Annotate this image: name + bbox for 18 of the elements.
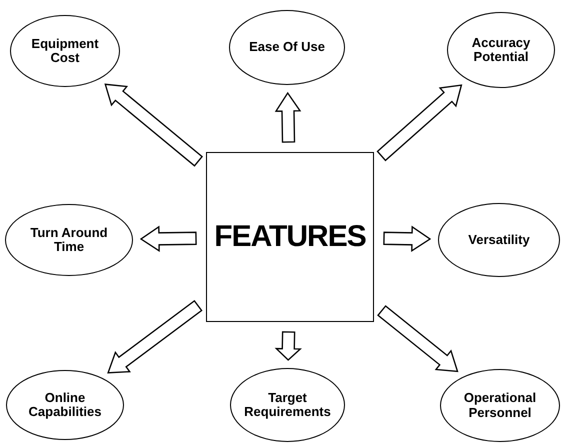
block-arrow — [274, 331, 302, 361]
node-label: Operational Personnel — [462, 391, 538, 420]
node-label: Turn Around Time — [29, 226, 109, 254]
block-arrow — [274, 92, 302, 143]
node-label: Equipment Cost — [30, 36, 100, 66]
square-box — [206, 152, 374, 322]
node-label: Online Capabilities — [28, 390, 102, 420]
block-arrow — [376, 84, 462, 162]
block-arrow — [383, 226, 432, 252]
block-arrow — [140, 226, 197, 252]
block-arrow — [104, 84, 204, 167]
node-label: Ease Of Use — [248, 40, 326, 55]
block-arrow — [377, 305, 458, 372]
node-label: Target Requirements — [243, 390, 332, 420]
node-label: FEATURES — [214, 220, 366, 254]
node-label: Versatility — [467, 232, 531, 248]
block-arrow — [107, 300, 203, 374]
node-label: Accuracy Potential — [470, 36, 532, 64]
